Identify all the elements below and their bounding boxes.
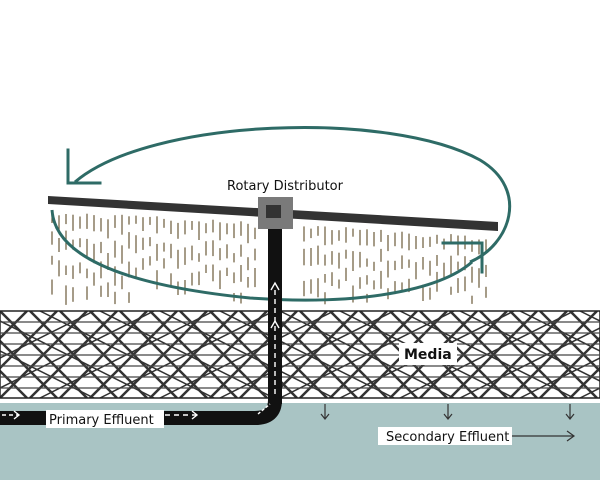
primary-effluent-label-bg [46,410,164,428]
media-label-bg [399,343,457,365]
distributor-hub [258,197,293,229]
flow-arrows-pipe [2,281,280,420]
rotary-distributor-label: Rotary Distributor [227,179,344,194]
media-bed [0,310,600,399]
secondary-effluent-arrow [512,430,576,442]
feed-pipe [0,224,282,425]
primary-effluent-label: Primary Effluent [49,413,154,428]
media-label: Media [404,347,452,363]
spray-drops [51,213,487,305]
secondary-effluent-label: Secondary Effluent [386,430,509,445]
rotation-arrow [50,126,511,302]
secondary-effluent-label-bg [378,427,512,445]
drip-arrows [320,404,575,420]
